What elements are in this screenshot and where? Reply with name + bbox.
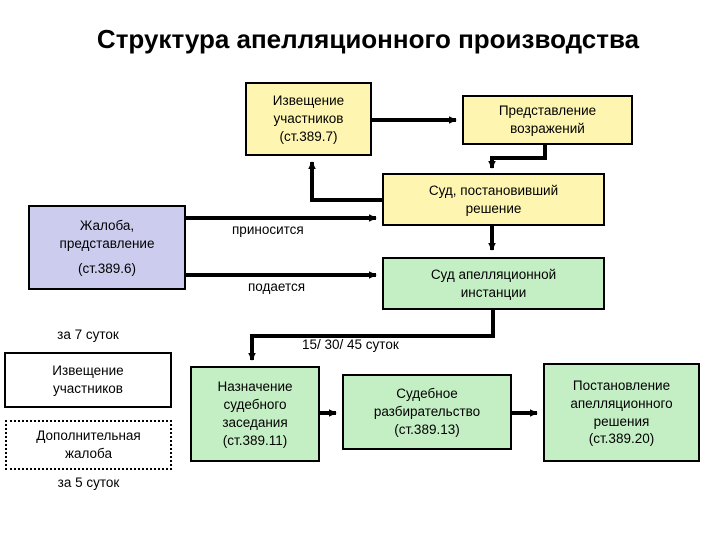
node-line: Суд апелляционной — [430, 266, 557, 282]
node-line: (ст.389.11) — [222, 432, 288, 448]
node-line: (ст.389.13) — [394, 421, 460, 437]
node-court-that-decided[interactable]: Суд, постановивший решение — [382, 173, 605, 226]
node-line: (ст.389.7) — [279, 128, 338, 144]
node-line: инстанции — [460, 284, 527, 300]
node-appeal-court[interactable]: Суд апелляционной инстанции — [382, 257, 605, 310]
node-line: жалоба — [64, 446, 112, 461]
node-line: участников — [273, 111, 344, 127]
edge-label-filed: приносится — [232, 222, 304, 237]
node-line: Дополнительная — [36, 428, 141, 444]
node-line: участников — [53, 381, 123, 396]
node-objections[interactable]: Представление возражений — [462, 95, 633, 145]
node-hearing[interactable]: Судебное разбирательство (ст.389.13) — [342, 374, 512, 450]
node-line: представление — [59, 235, 155, 251]
node-line: решение — [465, 200, 522, 216]
node-line: разбирательство — [373, 404, 481, 420]
edge-label-term: 15/ 30/ 45 суток — [302, 337, 399, 352]
node-line: Извещение — [52, 363, 124, 379]
node-line: Постановление — [572, 377, 671, 393]
node-line: судебного — [223, 397, 287, 413]
note-within-7-days: за 7 суток — [57, 327, 119, 342]
note-within-5-days: за 5 суток — [57, 475, 120, 490]
edge-appeal-to-appointment — [248, 310, 495, 361]
edge-label-submitted: подается — [248, 279, 306, 294]
node-complaint[interactable]: Жалоба, представление (ст.389.6) — [28, 205, 186, 290]
node-line: апелляционного — [570, 395, 673, 411]
node-appointment[interactable]: Назначение судебного заседания (ст.389.1… — [190, 366, 320, 462]
node-extra-complaint[interactable]: Дополнительная жалоба — [5, 420, 172, 470]
edge-court-to-notice — [308, 161, 382, 202]
node-line: Жалоба, — [79, 217, 135, 233]
page-title: Структура апелляционного производства — [96, 24, 640, 54]
node-line: Судебное — [396, 386, 458, 402]
node-line: Представление — [498, 103, 597, 119]
node-line: решения — [593, 413, 650, 429]
node-line: Извещение — [272, 93, 345, 109]
node-notice-participants[interactable]: Извещение участников (ст.389.7) — [245, 82, 372, 156]
node-line: (ст.389.20) — [588, 431, 655, 447]
node-line: Назначение — [217, 379, 293, 395]
node-ruling[interactable]: Постановление апелляционного решения (ст… — [543, 363, 700, 462]
node-line: возражений — [510, 121, 585, 136]
node-notice-box[interactable]: Извещение участников — [4, 352, 172, 408]
node-line: (ст.389.6) — [78, 261, 136, 277]
node-line: заседания — [222, 415, 288, 430]
node-line: Суд, постановивший — [428, 182, 559, 198]
edge-objections-to-court — [488, 145, 547, 169]
